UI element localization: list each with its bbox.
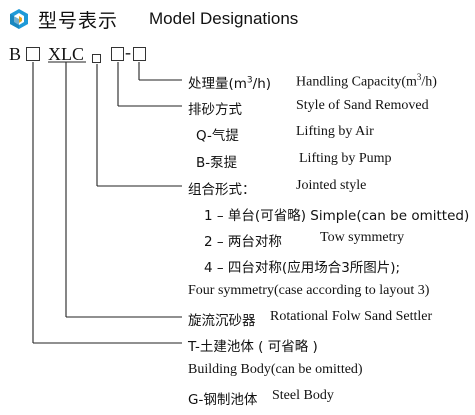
combo-label-en: Jointed style: [296, 178, 367, 193]
combo-double-option-en: Tow symmetry: [320, 230, 405, 245]
settler-label-zh: 旋流沉砂器: [188, 313, 256, 329]
air-lift-option-zh: Q-气提: [196, 128, 239, 144]
civil-body-option-zh: T-土建池体 ( 可省略 ): [188, 339, 318, 355]
page-title: 型号表示: [38, 10, 119, 32]
sand-removal-label-en: Style of Sand Removed: [296, 98, 429, 113]
combo-label-zh: 组合形式：: [188, 182, 256, 198]
capacity-label-zh: 处理量(m3/h): [188, 75, 272, 93]
page-title-en: Model Designations: [149, 9, 299, 28]
combo-single-option: 1 – 单台(可省略) Simple(can be omitted): [204, 208, 470, 224]
civil-body-option-en: Building Body(can be omitted): [188, 362, 363, 377]
combo-quad-option: 4 – 四台对称(应用场合3所图片);: [204, 260, 401, 276]
sand-removal-code-box: [92, 54, 101, 63]
combo-double-option-zh: 2 – 两台对称: [204, 234, 282, 250]
steel-body-option-en: Steel Body: [272, 388, 334, 403]
code-prefix: B: [9, 44, 22, 64]
code-dash: -: [125, 42, 131, 62]
sand-removal-label-zh: 排砂方式: [188, 102, 242, 118]
combo-code-box: [26, 47, 40, 61]
steel-body-option-zh: G-钢制池体: [188, 392, 258, 408]
pump-lift-option-zh: B-泵提: [196, 155, 238, 171]
brand-logo-icon: [10, 9, 28, 29]
pump-lift-option-en: Lifting by Pump: [299, 151, 392, 166]
settler-label-en: Rotational Folw Sand Settler: [270, 309, 433, 324]
trailing-code-box: [133, 47, 146, 61]
capacity-label-en: Handling Capacity(m3/h): [296, 72, 437, 90]
code-model: XLC: [48, 44, 84, 64]
air-lift-option-en: Lifting by Air: [296, 124, 374, 139]
capacity-code-box: [111, 47, 124, 61]
combo-quad-option-en: Four symmetry(case according to layout 3…: [188, 283, 430, 298]
